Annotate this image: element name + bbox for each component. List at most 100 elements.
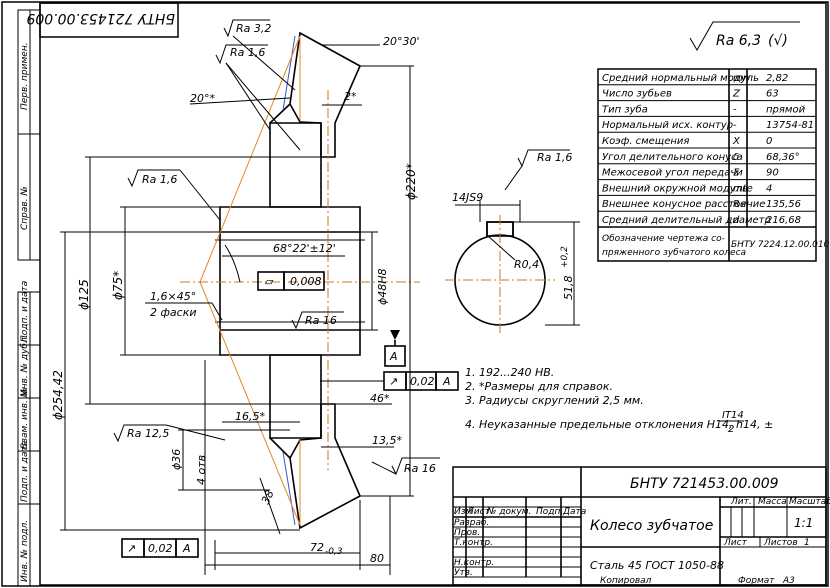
title-format-value: A3 — [782, 576, 795, 586]
params-sym: Σ — [733, 168, 740, 179]
title-hdr-sign: Подп. — [536, 507, 563, 517]
params-name: Тип зуба — [602, 103, 648, 115]
params-name: Угол делительного конуса — [602, 152, 743, 163]
general-roughness: Ra 6,3 (√) — [689, 21, 800, 51]
tol-runout2-base: A — [182, 542, 191, 555]
params-ref-value: БНТУ 7224.12.00.010 — [731, 240, 830, 250]
title-part-name: Колесо зубчатое — [590, 518, 713, 534]
params-val: 13754-81 — [766, 120, 814, 131]
tol-runout2-val: 0,02 — [148, 542, 173, 555]
title-col-mass: Масса — [758, 497, 787, 507]
dim-165: 16,5* — [235, 410, 265, 423]
dim-48: ϕ48H8 — [376, 268, 389, 305]
params-val: 135,56 — [766, 199, 801, 210]
params-sym: X — [732, 136, 741, 147]
general-roughness-paren: (√) — [768, 33, 788, 49]
title-scale-value: 1:1 — [794, 516, 813, 530]
strip-inv-podl: Инв. № подл. — [20, 520, 30, 582]
params-name: Средний делительный диаметр — [602, 215, 771, 226]
dim-2: 2* — [344, 90, 357, 103]
dim-46: 46* — [370, 392, 390, 405]
params-sym: - — [733, 104, 737, 115]
strip-sprav: Справ. № — [20, 186, 30, 230]
dim-72-tol: -0,3 — [325, 547, 343, 557]
dim-135: 13,5* — [372, 434, 402, 447]
dim-angle-top: 20°30' — [383, 35, 420, 48]
rough-16b: Ra 1,6 — [142, 173, 177, 186]
rough-16a: Ra 1,6 — [230, 46, 265, 59]
dim-14js9: 14JS9 — [452, 191, 483, 204]
dim-20: 20°* — [190, 92, 215, 105]
title-material: Сталь 45 ГОСТ 1050-88 — [590, 559, 724, 572]
title-role-dev: Разраб. — [454, 518, 489, 528]
tol-runout2-sym: ↗ — [127, 542, 136, 555]
params-sym: δ — [733, 152, 739, 163]
dim-72: 72 — [310, 541, 324, 554]
dim-125: ϕ125 — [77, 279, 91, 310]
dim-220: ϕ220* — [404, 163, 418, 200]
note-4: 4. Неуказанные предельные отклонения H14… — [465, 418, 773, 431]
title-sheet-label: Лист — [723, 538, 748, 548]
title-role-approve: Утв. — [454, 568, 473, 578]
note-4-frac-bottom: 2 — [728, 424, 734, 435]
params-name: Внешний окружной модуль — [602, 183, 748, 194]
title-hdr-doc: № докум. — [486, 507, 531, 517]
title-role-check: Пров. — [454, 528, 480, 538]
params-sym: d — [733, 215, 740, 226]
strip-perv: Перв. примен. — [20, 42, 30, 110]
tol-runout1-sym: ↗ — [389, 375, 398, 388]
strip-podp1: Подп. и дата — [20, 281, 30, 342]
params-ref-label-1: Обозначение чертежа со- — [602, 234, 725, 244]
params-val: 0 — [766, 136, 772, 147]
params-val: 90 — [766, 168, 779, 179]
params-name: Средний нормальный модуль — [602, 73, 759, 84]
dim-38: 38 — [259, 488, 277, 506]
title-block: БНТУ 721453.00.009 Колесо зубчатое Сталь… — [452, 466, 830, 586]
dim-holes: 4 отв — [195, 455, 208, 485]
left-strip: Перв. примен. Справ. № Подп. и дата Инв.… — [17, 9, 41, 587]
tol-runout1-base: A — [442, 375, 451, 388]
title-sheets-value: 1 — [804, 538, 810, 548]
dim-254: ϕ254,42 — [51, 370, 65, 420]
title-hdr-date: Дата — [562, 507, 586, 517]
geom-tolerances: ▱ 0,008 ↗ 0,02 A ↗ 0,02 A A — [121, 271, 459, 558]
strip-vzam: Взам. инв. № — [20, 388, 30, 449]
params-sym: - — [733, 120, 737, 131]
roughness-callouts: Ra 3,2 Ra 1,6 Ra 1,6 Ra 1,6 Ra 16 Ra 12,… — [113, 19, 572, 476]
title-col-lit: Лит. — [730, 497, 752, 507]
title-role-ncontrol: Н.контр. — [454, 558, 494, 568]
dimensions: 20°30' 20°* 2* ϕ220* 68°22'±12' ϕ125 ϕ75… — [51, 35, 420, 575]
title-hdr-list: Лист — [466, 507, 491, 517]
keyway-view: 14JS9 51,8 +0,2 R0,4 — [445, 191, 580, 335]
rough-32: Ra 3,2 — [236, 22, 271, 35]
params-val: 68,36° — [766, 152, 800, 163]
general-roughness-value: Ra 6,3 — [716, 33, 761, 49]
params-val: 63 — [766, 89, 779, 100]
params-name: Внешнее конусное расстояние — [602, 199, 765, 210]
title-col-scale: Масштаб — [789, 497, 830, 507]
params-val: 216,68 — [766, 215, 801, 226]
title-hdr-izm: Изм — [454, 507, 473, 517]
params-name: Коэф. смещения — [602, 136, 689, 147]
title-format: Формат — [738, 576, 775, 586]
note-4-frac-top: IT14 — [722, 410, 744, 421]
params-val: прямой — [766, 104, 806, 115]
gear-section — [180, 31, 420, 530]
tol-flat-val: 0,008 — [290, 275, 322, 288]
dim-r04: R0,4 — [514, 258, 539, 271]
tol-runout1-val: 0,02 — [410, 375, 435, 388]
rough-16e: Ra 16 — [404, 462, 436, 475]
params-val: 4 — [766, 183, 772, 194]
title-sheets-label: Листов — [763, 538, 798, 548]
rough-16d: Ra 16 — [305, 314, 337, 327]
dim-chamfer-2: 2 фаски — [150, 306, 196, 319]
params-name: Число зубьев — [602, 88, 672, 100]
params-ref-label-2: пряженного зубчатого колеса — [602, 248, 746, 258]
note-2: 2. *Размеры для справок. — [465, 380, 613, 393]
strip-inv-dubl: Инв. № дубл. — [20, 334, 30, 396]
title-copied: Копировал — [600, 576, 652, 586]
rough-16c: Ra 1,6 — [537, 151, 572, 164]
